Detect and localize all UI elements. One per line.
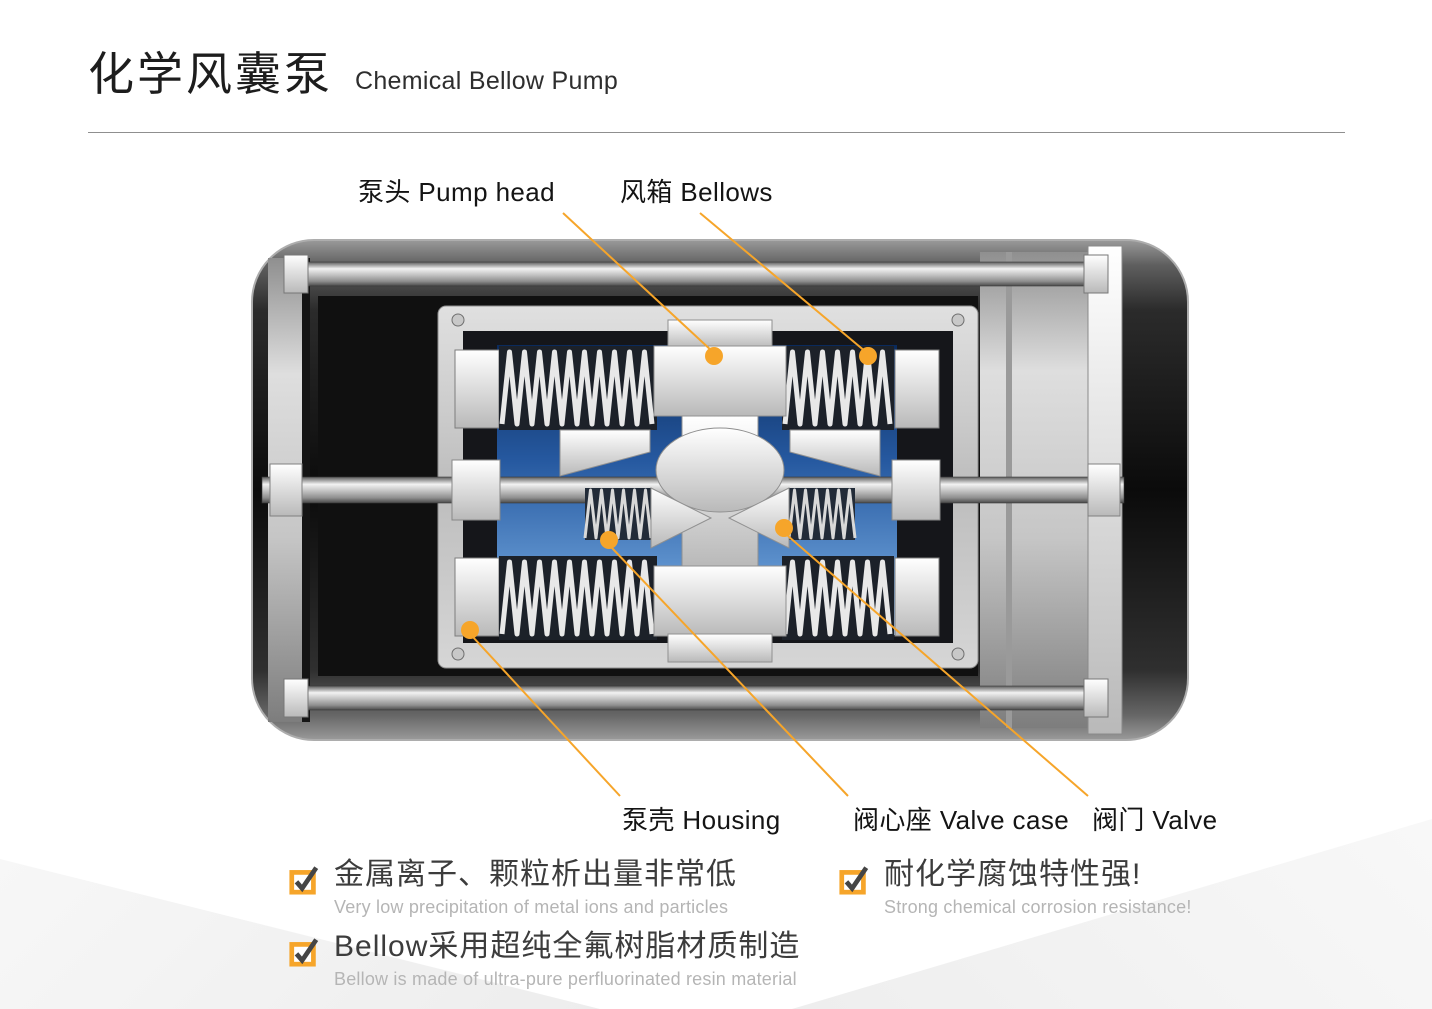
feature-item-corrosion: 耐化学腐蚀特性强! Strong chemical corrosion resi… [838,858,1192,918]
checkbox-icon [838,862,870,896]
callout-dot-valve-case [600,531,618,549]
feature-text-en: Strong chemical corrosion resistance! [884,896,1192,917]
feature-text-zh: 金属离子、颗粒析出量非常低 [334,858,737,891]
callout-lines [471,212,1089,797]
header-divider [88,132,1345,133]
feature-text-zh: 耐化学腐蚀特性强! [884,858,1142,891]
valve-assembly [559,427,881,549]
callout-line-pump-head [562,212,714,353]
callout-dot-bellows [859,347,877,365]
page-title: 化学风囊泵 [88,48,333,100]
callout-dot-valve [775,519,793,537]
checkbox-icon [288,934,320,968]
feature-text-en: Bellow is made of ultra-pure perfluorina… [334,968,797,989]
feature-text-en: Very low precipitation of metal ions and… [334,896,729,917]
checkbox-icon [288,862,320,896]
feature-text-block: 金属离子、颗粒析出量非常低 Very low precipitation of … [334,858,737,918]
callout-line-housing [471,635,621,797]
callout-label-housing: 泵壳 Housing [622,805,781,835]
callout-line-valve [787,535,1089,797]
page-subtitle: Chemical Bellow Pump [355,66,619,95]
feature-text-zh: Bellow采用超纯全氟树脂材质制造 [334,930,801,963]
feature-text-block: 耐化学腐蚀特性强! Strong chemical corrosion resi… [884,858,1192,918]
callout-label-bellows: 风箱 Bellows [620,177,773,207]
callout-line-valve-case [611,547,849,797]
pump-bellows [499,346,894,640]
feature-item-metal-ions: 金属离子、颗粒析出量非常低 Very low precipitation of … [288,858,737,918]
callout-dot-pump-head [705,347,723,365]
callout-label-pump-head: 泵头 Pump head [358,177,556,207]
page-header: 化学风囊泵 Chemical Bellow Pump [88,48,618,101]
feature-item-bellow-material: Bellow采用超纯全氟树脂材质制造 Bellow is made of ult… [288,930,800,990]
callout-line-bellows [699,212,867,353]
callout-label-valve: 阀门 Valve [1092,805,1218,835]
callout-label-valve-case: 阀心座 Valve case [853,805,1070,835]
feature-text-block: Bellow采用超纯全氟树脂材质制造 Bellow is made of ult… [334,930,800,990]
callout-dots [461,347,877,639]
callout-dot-housing [461,621,479,639]
